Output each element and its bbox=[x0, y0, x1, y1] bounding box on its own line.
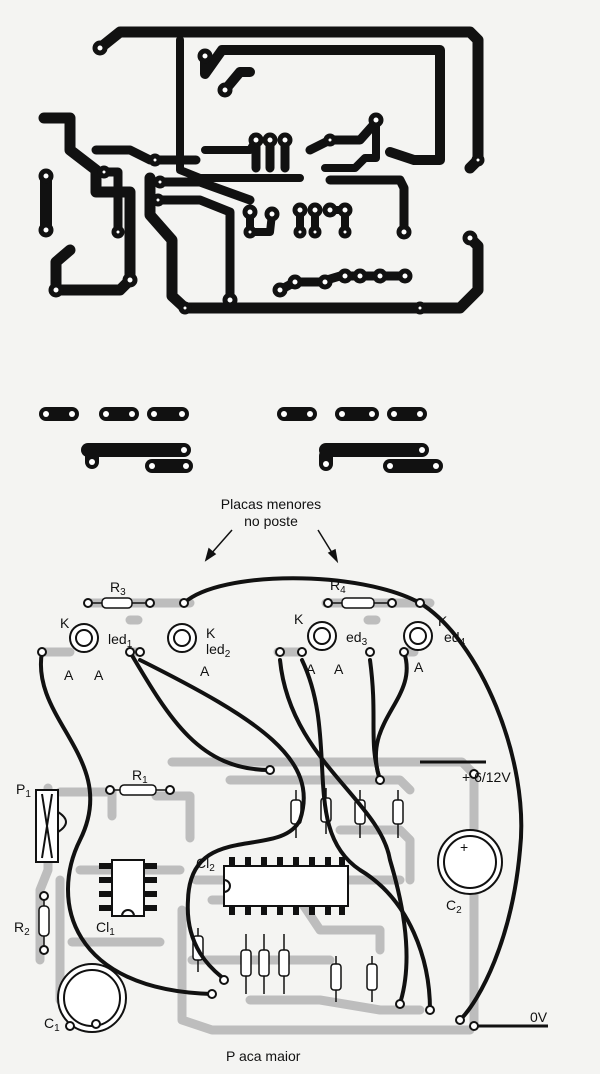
label-a-5: A bbox=[334, 661, 344, 677]
wires bbox=[38, 576, 524, 1022]
label-supply: + 6/12V bbox=[462, 769, 511, 785]
label-c1: C1 bbox=[44, 1015, 60, 1034]
copper-pads-small-boards bbox=[43, 411, 439, 469]
placa-maior-caption: P aca maior bbox=[226, 1048, 301, 1064]
label-led2: led2 bbox=[206, 641, 231, 660]
label-ground: 0V bbox=[530, 1009, 548, 1025]
label-ci2: Cl2 bbox=[196, 855, 215, 874]
label-r4: R4 bbox=[330, 577, 346, 596]
label-a-3: A bbox=[200, 663, 210, 679]
label-k-led1: K bbox=[60, 615, 70, 631]
supply-rails bbox=[420, 760, 548, 1028]
arrows bbox=[204, 529, 339, 564]
label-k-led2: K bbox=[206, 625, 216, 641]
label-c2: C2 bbox=[446, 897, 462, 916]
placas-menores-line1: Placas menores bbox=[220, 496, 322, 512]
label-k-led3: K bbox=[294, 611, 304, 627]
potentiometer-p1 bbox=[35, 789, 67, 863]
solder-joints bbox=[37, 598, 479, 1031]
label-c2-plus: + bbox=[460, 839, 469, 855]
ic-ci2 bbox=[223, 857, 349, 915]
label-p1: P1 bbox=[16, 781, 31, 800]
label-a-6: A bbox=[414, 659, 424, 675]
label-led4: ed4 bbox=[444, 629, 466, 648]
capacitors bbox=[57, 829, 503, 1033]
label-r1: R1 bbox=[132, 767, 148, 786]
label-r2: R2 bbox=[14, 919, 30, 938]
label-r3: R3 bbox=[110, 579, 126, 598]
label-led3: ed3 bbox=[346, 629, 368, 648]
label-a-4: A bbox=[306, 661, 316, 677]
label-led1: led1 bbox=[108, 631, 133, 650]
label-ci1: Cl1 bbox=[96, 919, 115, 938]
placas-menores-label: Placas menores no poste bbox=[210, 496, 332, 530]
placas-menores-line2: no poste bbox=[244, 512, 298, 529]
label-a-1: A bbox=[64, 667, 74, 683]
led-bodies bbox=[69, 621, 433, 653]
label-k-led4: K bbox=[438, 613, 448, 629]
copper-pads-main bbox=[38, 40, 485, 315]
copper-layout-small-boards bbox=[39, 407, 443, 473]
resistor-r2 bbox=[38, 896, 50, 950]
ic-ci1 bbox=[99, 859, 157, 917]
label-a-2: A bbox=[94, 667, 104, 683]
resistors-horizontal bbox=[88, 597, 392, 796]
